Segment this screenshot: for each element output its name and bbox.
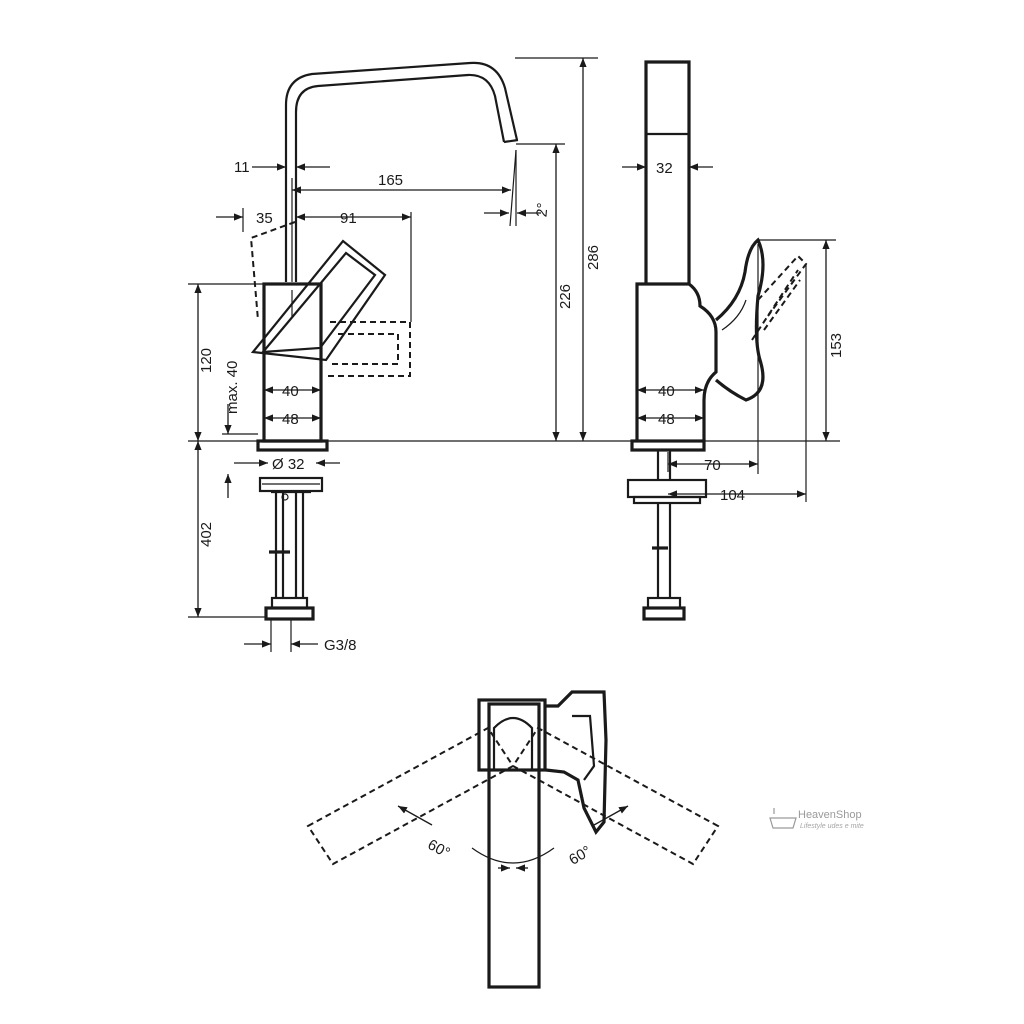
- side-dim-70: 70: [704, 457, 721, 474]
- dim-120: 120: [198, 348, 215, 373]
- top-angle-right: 60°: [566, 843, 594, 869]
- side-dim-32: 32: [656, 160, 673, 177]
- dim-226: 226: [557, 284, 574, 309]
- dim-402: 402: [198, 522, 215, 547]
- watermark-name: HeavenShop: [798, 809, 862, 821]
- dim-2-deg: 2°: [533, 202, 551, 218]
- dim-max-40: max. 40: [224, 361, 241, 414]
- bathtub-icon: [769, 808, 797, 829]
- dim-91: 91: [340, 210, 357, 227]
- side-spout: [644, 60, 691, 284]
- side-handle: [714, 237, 765, 402]
- dim-diameter-32: Ø 32: [272, 456, 305, 473]
- top-angle-left: 60°: [425, 836, 453, 862]
- dim-g38: G3/8: [324, 637, 357, 654]
- watermark-tagline: Lifestyle udes e mite: [800, 823, 864, 830]
- top-view: 60° 60°: [306, 690, 720, 989]
- front-view: 11 165 2° 35 91 226 286 120 max. 40 40 4…: [188, 57, 840, 654]
- side-view: 32 153 40 48 70 104: [622, 60, 845, 621]
- dim-11: 11: [234, 159, 250, 176]
- side-body: [635, 282, 718, 441]
- lever-ghost-lower: [324, 321, 411, 377]
- side-base-plate: [630, 439, 706, 452]
- side-dim-48: 48: [658, 411, 675, 428]
- dim-165: 165: [378, 172, 403, 189]
- side-dim-153: 153: [828, 333, 845, 358]
- top-spout-arm: [487, 702, 541, 989]
- lever-ghost-upper: [249, 221, 296, 321]
- dim-48: 48: [282, 411, 299, 428]
- dim-286: 286: [585, 245, 602, 270]
- side-dim-104: 104: [720, 487, 745, 504]
- dim-40: 40: [282, 383, 299, 400]
- top-ghost-right: [511, 726, 720, 866]
- side-dim-40: 40: [658, 383, 675, 400]
- supply-hoses: [264, 492, 315, 621]
- lever-handle: [250, 239, 387, 362]
- spout: [284, 61, 519, 282]
- watermark: HeavenShop Lifestyle udes e mite: [769, 808, 864, 830]
- dim-35: 35: [256, 210, 273, 227]
- top-handle: [545, 690, 608, 835]
- base-plate: [256, 439, 329, 452]
- top-body: [477, 698, 547, 772]
- top-ghost-left: [306, 726, 515, 866]
